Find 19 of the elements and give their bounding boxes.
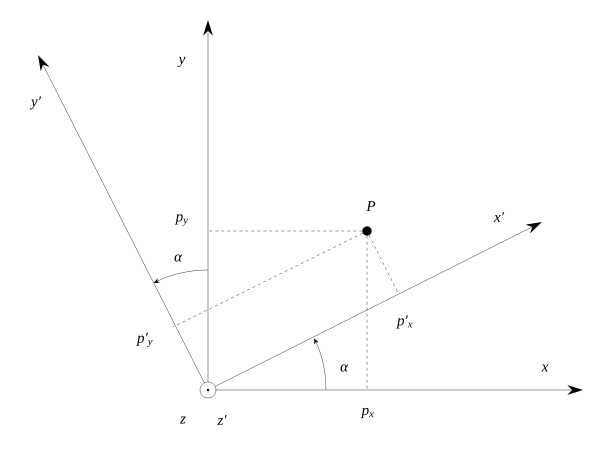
- axis-label: z′: [217, 415, 227, 425]
- axis-label: p$_{y}$: [174, 214, 188, 226]
- projection-line: [172, 232, 363, 328]
- axis-label: α: [174, 254, 182, 262]
- axis-label: P: [366, 201, 376, 211]
- point-marker: [362, 226, 372, 236]
- axis-label: α: [340, 364, 348, 372]
- projection-line: [208, 230, 362, 232]
- axis-label: x: [542, 364, 548, 372]
- axis-label: z: [180, 416, 186, 424]
- axis-label: y′: [30, 96, 42, 110]
- axis-label: p′$_{x}$: [396, 316, 412, 328]
- projection-line: [368, 235, 398, 294]
- axis-label: p$_{x}$: [360, 408, 374, 418]
- point-marker: [200, 382, 216, 398]
- projection-line: [366, 236, 368, 390]
- axis-label: p′$_{y}$: [136, 332, 152, 348]
- axis-label: x′: [494, 212, 504, 222]
- axis-label: y: [177, 56, 186, 68]
